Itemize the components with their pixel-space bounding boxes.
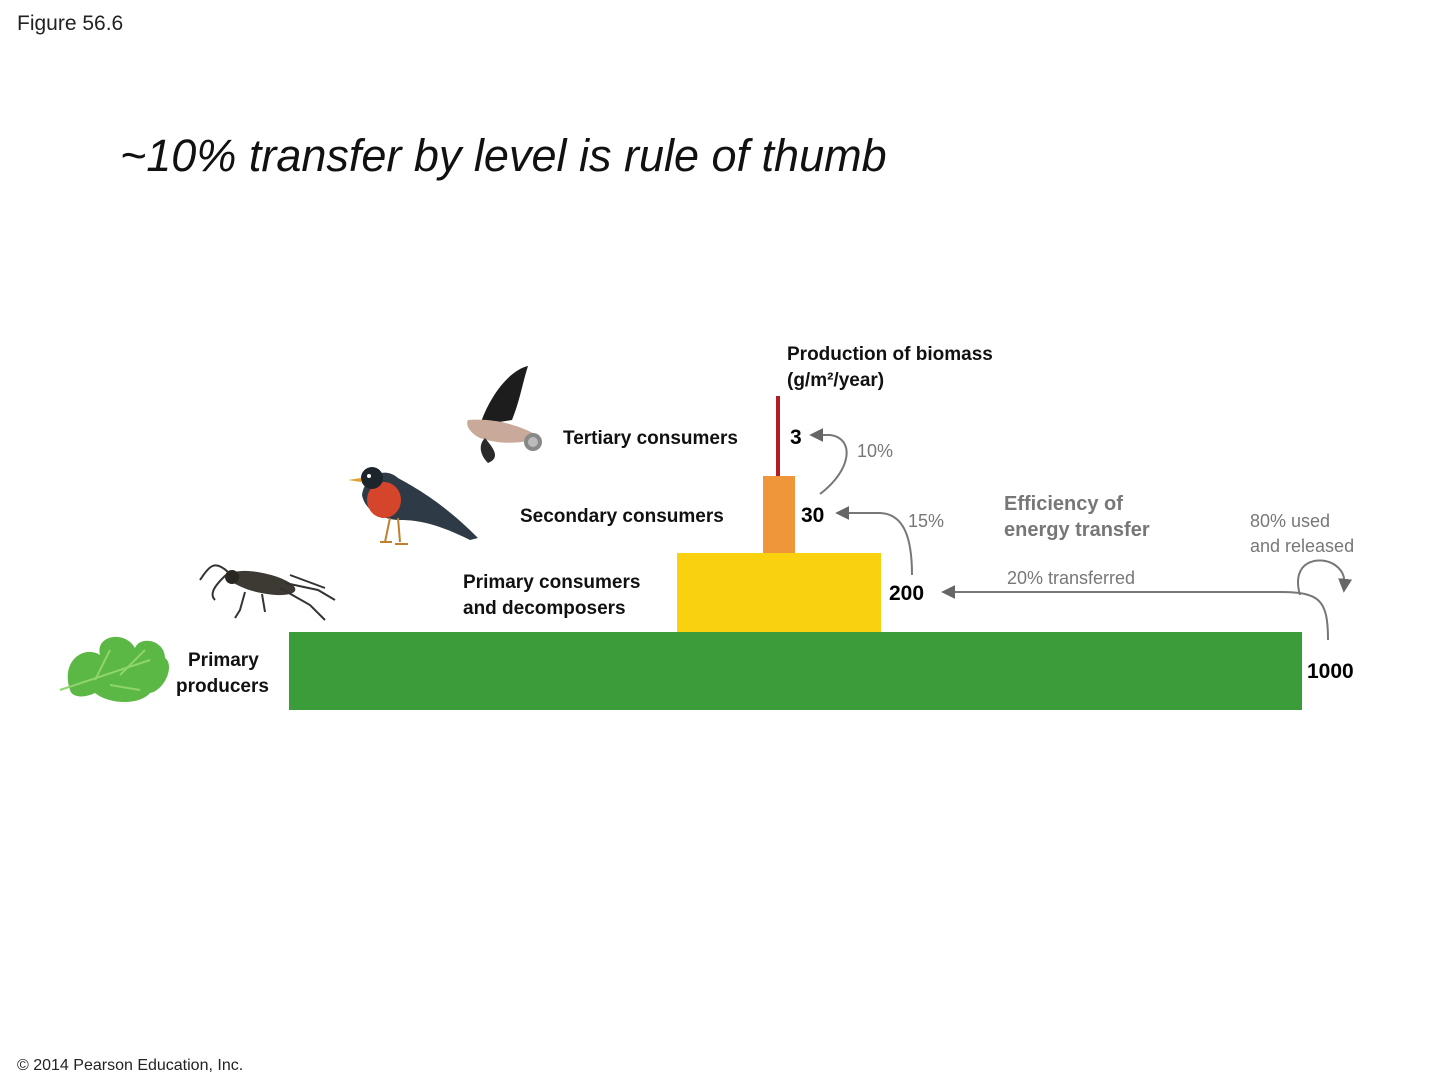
figure-label: Figure 56.6 bbox=[17, 12, 124, 35]
axis-title-line1: Production of biomass bbox=[787, 344, 993, 365]
value-tertiary: 3 bbox=[790, 426, 802, 449]
label-primary-consumers-line2: and decomposers bbox=[463, 598, 626, 619]
leaf-icon bbox=[59, 636, 170, 702]
label-primary-consumers-line1: Primary consumers bbox=[463, 572, 641, 593]
robin-icon bbox=[348, 467, 478, 545]
label-tertiary-consumers: Tertiary consumers bbox=[563, 428, 738, 449]
hawk-icon bbox=[467, 366, 542, 463]
pct-20-transferred: 20% transferred bbox=[1007, 568, 1136, 588]
label-primary-producers-line2: producers bbox=[176, 676, 269, 697]
axis-title-line2: (g/m²/year) bbox=[787, 370, 885, 391]
used-loop-arrow bbox=[1297, 559, 1353, 596]
transfer-arrow-10 bbox=[809, 428, 848, 495]
headline: ~10% transfer by level is rule of thumb bbox=[120, 130, 887, 181]
pct-15: 15% bbox=[908, 511, 945, 531]
transfer-arrow-20 bbox=[941, 585, 1329, 641]
tertiary-consumers-bar bbox=[776, 396, 780, 476]
primary-producers-bar bbox=[289, 632, 1302, 710]
cricket-icon bbox=[199, 564, 336, 621]
transfer-arrow-15 bbox=[835, 506, 913, 576]
primary-consumers-bar bbox=[677, 553, 881, 632]
secondary-consumers-bar bbox=[763, 476, 795, 553]
value-secondary: 30 bbox=[801, 504, 825, 527]
copyright: © 2014 Pearson Education, Inc. bbox=[17, 1057, 244, 1074]
efficiency-title-line1: Efficiency of bbox=[1004, 493, 1123, 515]
pct-10: 10% bbox=[857, 441, 894, 461]
used-released-line1: 80% used bbox=[1250, 511, 1331, 531]
label-secondary-consumers: Secondary consumers bbox=[520, 506, 724, 527]
value-primary-producers: 1000 bbox=[1307, 660, 1354, 683]
value-primary-consumers: 200 bbox=[889, 582, 925, 605]
efficiency-title-line2: energy transfer bbox=[1004, 519, 1150, 541]
label-primary-producers-line1: Primary bbox=[188, 650, 259, 671]
used-released-line2: and released bbox=[1250, 536, 1355, 556]
